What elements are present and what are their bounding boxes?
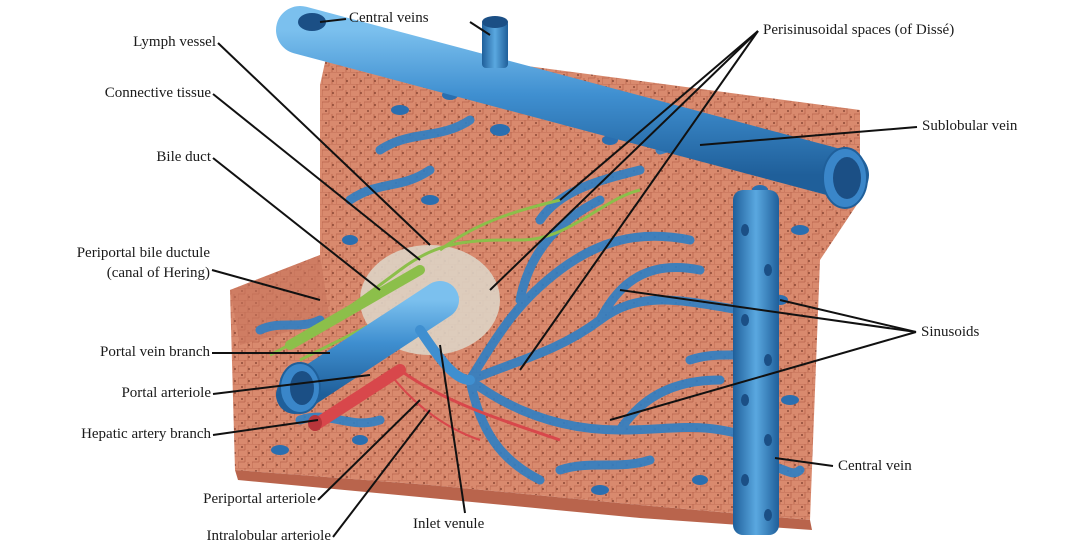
- central-vein-vertical: [733, 190, 779, 535]
- label-periportal-bile-ductule: Periportal bile ductule: [0, 244, 210, 262]
- label-canal-of-hering: (canal of Hering): [0, 264, 210, 282]
- label-periportal-arteriole: Periportal arteriole: [100, 490, 316, 508]
- central-vein-branch-top: [482, 16, 508, 68]
- label-hepatic-artery-branch: Hepatic artery branch: [0, 425, 211, 443]
- label-central-veins: Central veins: [349, 9, 429, 27]
- label-central-vein: Central vein: [838, 457, 912, 475]
- label-connective-tissue: Connective tissue: [20, 84, 211, 102]
- label-lymph-vessel: Lymph vessel: [60, 33, 216, 51]
- label-sinusoids: Sinusoids: [921, 323, 979, 341]
- label-inlet-venule: Inlet venule: [413, 515, 484, 533]
- label-intralobular-arteriole: Intralobular arteriole: [100, 527, 331, 545]
- label-perisinusoidal-spaces: Perisinusoidal spaces (of Dissé): [763, 21, 954, 39]
- label-portal-arteriole: Portal arteriole: [0, 384, 211, 402]
- label-bile-duct: Bile duct: [60, 148, 211, 166]
- label-sublobular-vein: Sublobular vein: [922, 117, 1017, 135]
- label-portal-vein-branch: Portal vein branch: [0, 343, 210, 361]
